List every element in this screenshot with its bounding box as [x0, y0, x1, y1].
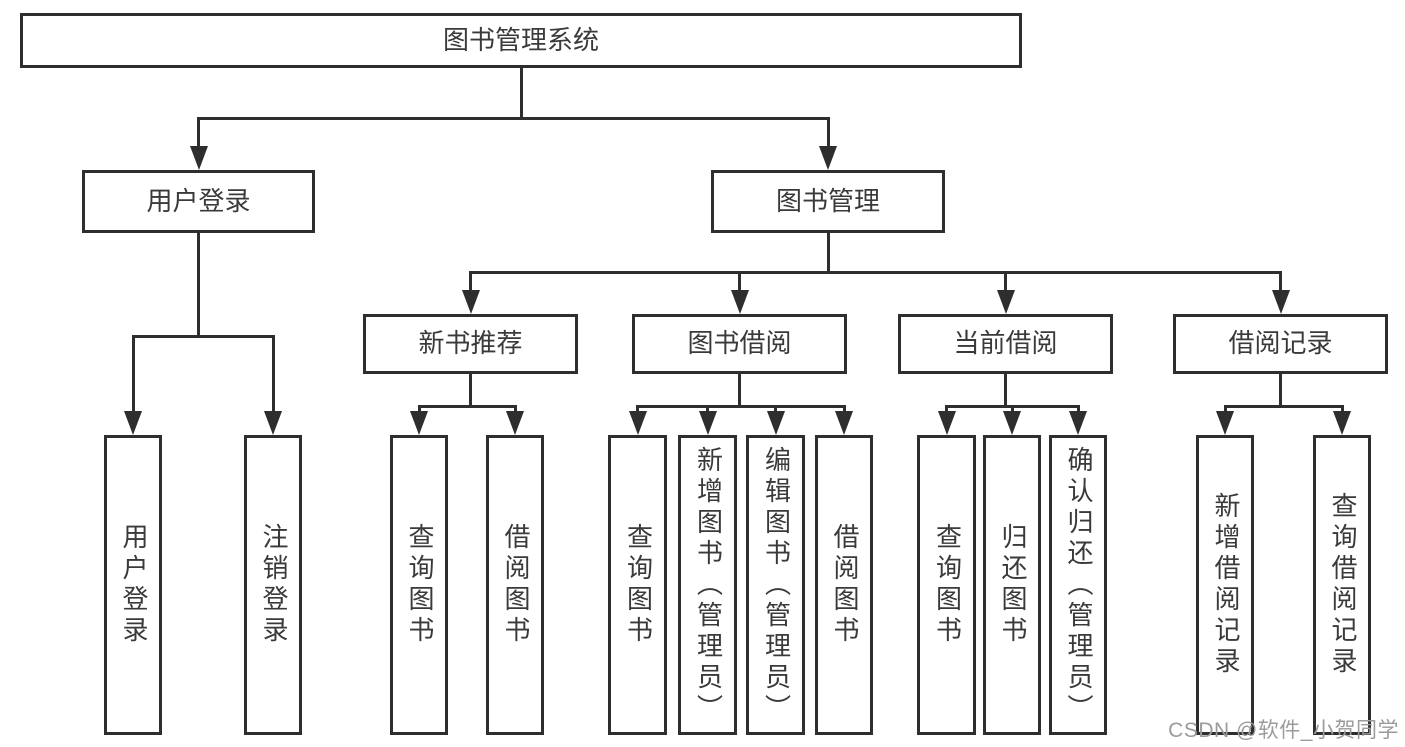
node-leaf-user-login: 用户登录: [104, 435, 162, 735]
connector-line: [197, 118, 200, 162]
connector-line: [469, 272, 472, 306]
arrow-down-icon: [1271, 290, 1290, 314]
arrow-down-icon: [766, 411, 785, 435]
arrow-down-icon: [937, 411, 956, 435]
connector-line: [738, 374, 741, 406]
arrow-down-icon: [189, 146, 208, 170]
arrow-down-icon: [996, 290, 1015, 314]
node-leaf-logout: 注销登录: [244, 435, 302, 735]
node-leaf-edit-books: 编辑图书（管理员）: [746, 435, 805, 735]
node-leaf-query-books-1: 查询图书: [390, 435, 448, 735]
connector-line: [469, 374, 472, 406]
arrow-down-icon: [124, 411, 142, 435]
connector-line: [1004, 374, 1007, 406]
watermark: CSDN @软件_小贺同学: [1168, 719, 1399, 742]
node-leaf-query-books-2: 查询图书: [608, 435, 667, 735]
arrow-down-icon: [1069, 411, 1087, 435]
node-user-login: 用户登录: [82, 170, 315, 233]
connector-line: [131, 334, 275, 338]
connector-line: [826, 233, 830, 272]
connector-line: [519, 68, 523, 118]
arrow-down-icon: [819, 146, 837, 170]
connector-line: [469, 270, 1282, 274]
arrow-down-icon: [1333, 411, 1351, 435]
node-root: 图书管理系统: [20, 13, 1022, 68]
node-book-borrow: 图书借阅: [632, 314, 847, 374]
node-leaf-borrow-books-1: 借阅图书: [486, 435, 544, 735]
node-current-borrow: 当前借阅: [898, 314, 1113, 374]
connector-line: [1004, 272, 1007, 306]
arrow-down-icon: [1003, 411, 1021, 435]
arrow-down-icon: [698, 411, 717, 435]
arrow-down-icon: [506, 411, 524, 435]
node-borrow-records: 借阅记录: [1173, 314, 1388, 374]
connector-line: [197, 233, 200, 336]
node-leaf-add-record: 新增借阅记录: [1196, 435, 1254, 735]
node-leaf-borrow-books-2: 借阅图书: [815, 435, 873, 735]
node-leaf-add-books: 新增图书（管理员）: [678, 435, 737, 735]
node-leaf-query-record: 查询借阅记录: [1313, 435, 1371, 735]
connector-line: [1279, 272, 1282, 306]
connector-line: [1223, 404, 1344, 408]
node-leaf-return-books: 归还图书: [983, 435, 1041, 735]
connector-line: [738, 272, 741, 306]
arrow-down-icon: [835, 411, 853, 435]
connector-line: [1279, 374, 1282, 406]
node-leaf-query-books-3: 查询图书: [917, 435, 976, 735]
arrow-down-icon: [628, 411, 647, 435]
node-new-book-rec: 新书推荐: [363, 314, 578, 374]
connector-line: [197, 116, 830, 120]
connector-line: [636, 404, 846, 408]
node-book-mgmt: 图书管理: [711, 170, 945, 233]
arrow-down-icon: [461, 290, 480, 314]
connector-line: [417, 404, 517, 408]
arrow-down-icon: [730, 290, 749, 314]
arrow-down-icon: [1216, 411, 1234, 435]
connector-line: [826, 118, 830, 162]
arrow-down-icon: [264, 411, 282, 435]
arrow-down-icon: [410, 411, 428, 435]
node-leaf-confirm-return: 确认归还（管理员）: [1049, 435, 1107, 735]
connector-line: [131, 336, 135, 427]
connector-line: [271, 336, 275, 427]
